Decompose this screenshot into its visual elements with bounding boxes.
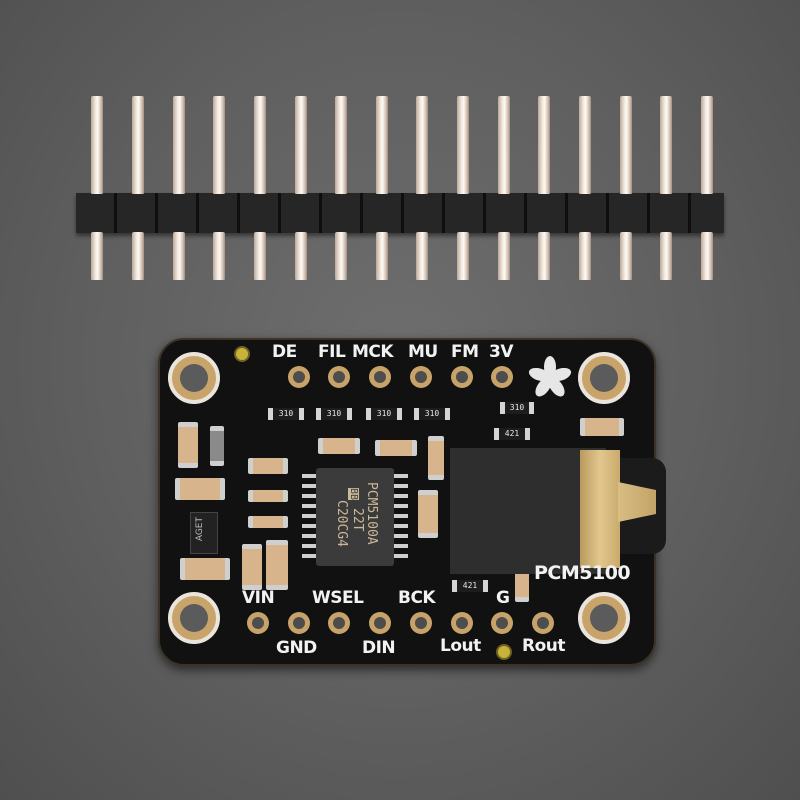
header-pin bbox=[701, 96, 713, 194]
regulator-marking: AGET bbox=[195, 517, 205, 542]
pin-label-mu: MU bbox=[408, 342, 438, 362]
resistor: 310 bbox=[268, 408, 304, 420]
pin-label-gnd: GND bbox=[276, 638, 317, 658]
chip-marking-line1: PCM5100A bbox=[364, 482, 379, 545]
pad-vin bbox=[247, 612, 269, 634]
capacitor bbox=[418, 490, 438, 538]
header-pin bbox=[620, 96, 632, 194]
capacitor bbox=[318, 438, 360, 454]
capacitor bbox=[180, 558, 230, 580]
pin-label-wsel: WSEL bbox=[312, 588, 364, 608]
chip-marking-line2: 22T bbox=[350, 508, 365, 532]
header-pin bbox=[457, 96, 469, 194]
voltage-regulator bbox=[190, 512, 218, 554]
capacitor bbox=[248, 458, 288, 474]
capacitor bbox=[580, 418, 624, 436]
pin-label-bck: BCK bbox=[398, 588, 436, 608]
pin-label-rout: Rout bbox=[522, 636, 566, 656]
pad-lout bbox=[451, 612, 473, 634]
header-housing bbox=[76, 193, 724, 233]
pin-label-din: DIN bbox=[362, 638, 396, 658]
mounting-hole bbox=[578, 352, 630, 404]
pcm5100a-dac-chip bbox=[316, 468, 394, 566]
resistor: 421 bbox=[494, 428, 530, 440]
pin-label-fm: FM bbox=[451, 342, 479, 362]
adafruit-flower-logo-icon bbox=[528, 356, 572, 397]
capacitor bbox=[178, 422, 198, 468]
resistor: 310 bbox=[414, 408, 450, 420]
mounting-hole bbox=[168, 592, 220, 644]
pin-label-vin: VIN bbox=[242, 588, 275, 608]
capacitor bbox=[175, 478, 225, 500]
capacitor bbox=[248, 516, 288, 528]
capacitor bbox=[375, 440, 417, 456]
pad-mck bbox=[369, 366, 391, 388]
pin-label-de: DE bbox=[272, 342, 297, 362]
header-pin bbox=[335, 96, 347, 194]
pin-label-g: G bbox=[496, 588, 510, 608]
pin-label-lout: Lout bbox=[440, 636, 481, 656]
pad-de bbox=[288, 366, 310, 388]
header-strip bbox=[0, 0, 800, 300]
pad-g bbox=[491, 612, 513, 634]
pad-gnd bbox=[288, 612, 310, 634]
pad-wsel bbox=[328, 612, 350, 634]
header-pin bbox=[538, 96, 550, 194]
capacitor bbox=[242, 544, 262, 590]
resistor: 310 bbox=[316, 408, 352, 420]
header-pin bbox=[416, 96, 428, 194]
chip-logo: BB bbox=[348, 488, 359, 501]
capacitor bbox=[248, 490, 288, 502]
pad-mu bbox=[410, 366, 432, 388]
header-pin bbox=[173, 96, 185, 194]
header-pin bbox=[660, 96, 672, 194]
header-pin bbox=[295, 96, 307, 194]
jack-contact bbox=[580, 450, 620, 568]
resistor-vertical bbox=[210, 426, 224, 466]
header-pin bbox=[579, 96, 591, 194]
header-pin bbox=[498, 96, 510, 194]
pad-bck bbox=[410, 612, 432, 634]
pad-din bbox=[369, 612, 391, 634]
fiducial bbox=[234, 346, 250, 362]
resistor: 310 bbox=[366, 408, 402, 420]
header-pin bbox=[254, 96, 266, 194]
mounting-hole bbox=[578, 592, 630, 644]
header-pin bbox=[376, 96, 388, 194]
header-pin bbox=[213, 96, 225, 194]
pad-fil bbox=[328, 366, 350, 388]
mounting-hole bbox=[168, 352, 220, 404]
chip-marking-line3: C20CG4 bbox=[334, 500, 349, 547]
pin-label-mck: MCK bbox=[352, 342, 394, 362]
fiducial bbox=[496, 644, 512, 660]
pad-3v bbox=[491, 366, 513, 388]
product-label: PCM5100 bbox=[534, 562, 631, 584]
capacitor bbox=[428, 436, 444, 480]
pad-rout bbox=[532, 612, 554, 634]
pin-label-3v: 3V bbox=[489, 342, 514, 362]
pin-label-fil: FIL bbox=[318, 342, 346, 362]
pad-fm bbox=[451, 366, 473, 388]
resistor: 310 bbox=[500, 402, 534, 414]
resistor: 421 bbox=[452, 580, 488, 592]
header-pin bbox=[132, 96, 144, 194]
capacitor bbox=[266, 540, 288, 590]
header-pin bbox=[91, 96, 103, 194]
